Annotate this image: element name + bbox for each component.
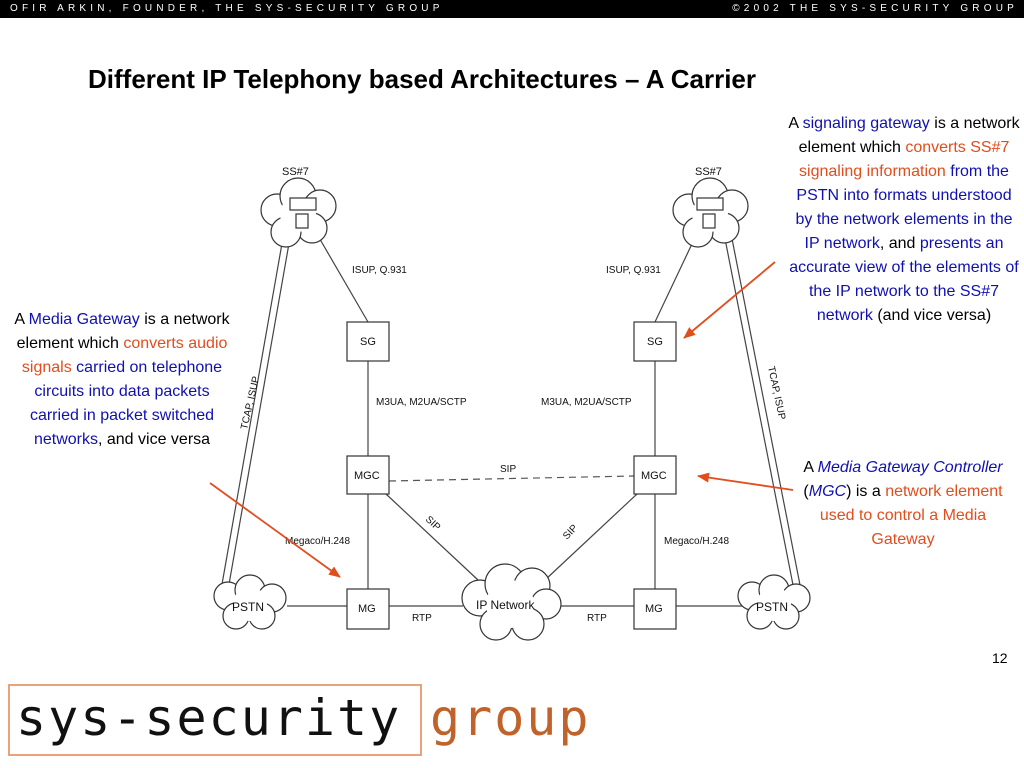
mgc-note-a: A <box>803 459 818 476</box>
logo-group-text: group <box>430 689 591 747</box>
signaling-gateway-note-d: (and vice versa) <box>872 307 992 324</box>
media-gateway-note-b: is a network element which <box>16 311 230 352</box>
media-gateway-converts: converts audio signals <box>21 335 228 376</box>
mgc-abbrev: MGC <box>808 483 847 500</box>
page-number: 12 <box>992 650 1008 666</box>
mgc-box-left <box>346 455 390 495</box>
rtp-label-right: RTP <box>587 613 607 624</box>
sip-links <box>385 493 638 581</box>
signaling-gateway-note-a: A <box>788 115 803 132</box>
ss7-cloud-right <box>672 177 749 248</box>
mgc-term: Media Gateway Controller <box>817 459 1003 476</box>
sg-label-right: SG <box>647 336 663 348</box>
signaling-gateway-detail: from the PSTN into formats understood by… <box>795 163 1013 252</box>
mgc-note-c: ) is a <box>846 483 886 500</box>
mgc-note-b: ( <box>803 483 809 500</box>
media-gateway-note: A Media Gateway is a network element whi… <box>8 308 236 452</box>
signaling-gateway-note-c: , and <box>879 235 920 252</box>
sg-box-left <box>346 321 390 362</box>
arrow-to-mgc <box>697 472 794 491</box>
mgc-note: A Media Gateway Controller (MGC) is a ne… <box>790 456 1016 552</box>
media-gateway-note-a: A <box>14 311 29 328</box>
tcap-link-right <box>716 197 802 591</box>
m3ua-label-left: M3UA, M2UA/SCTP <box>376 397 467 408</box>
m3ua-label-right: M3UA, M2UA/SCTP <box>541 397 632 408</box>
architecture-diagram: SS#7 SS#7 ISUP, Q.931 ISUP, Q.931 SG SG … <box>209 166 811 641</box>
tcap-link-left <box>220 197 298 591</box>
media-gateway-detail: carried on telephone circuits into data … <box>29 359 223 448</box>
logo-sys-security-text: sys-security <box>16 689 402 747</box>
mg-label-right: MG <box>645 603 663 615</box>
sg-label-left: SG <box>360 336 376 348</box>
megaco-label-right: Megaco/H.248 <box>664 536 729 547</box>
ss7-node-right-2 <box>702 213 716 229</box>
tcap-label-left: TCAP, ISUP <box>239 375 262 431</box>
ss7-node-left-2 <box>295 213 309 229</box>
ss7-cloud-left <box>260 177 337 248</box>
signaling-gateway-note: A signaling gateway is a network element… <box>788 112 1020 328</box>
ip-network-cloud <box>461 563 562 641</box>
media-gateway-term: Media Gateway <box>28 311 140 328</box>
mg-label-left: MG <box>358 603 376 615</box>
isup-label-left: ISUP, Q.931 <box>352 265 407 276</box>
tcap-label-right: TCAP, ISUP <box>765 365 787 421</box>
mgc-label-right: MGC <box>641 470 667 482</box>
slide-title: Different IP Telephony based Architectur… <box>88 64 757 94</box>
signaling-gateway-converts: converts SS#7 signaling information <box>799 139 1010 180</box>
header-right-text: ©2002 THE SYS-SECURITY GROUP <box>732 3 1018 14</box>
mgc-box-right <box>633 455 677 495</box>
pstn-label-right: PSTN <box>756 600 788 614</box>
mg-box-right <box>633 588 677 630</box>
signaling-gateway-note-b: is a network element which <box>798 115 1020 156</box>
logo-frame <box>8 684 422 756</box>
vertical-links <box>367 361 656 589</box>
mg-box-left <box>346 588 390 630</box>
signaling-gateway-term: signaling gateway <box>802 115 930 132</box>
mgc-detail: network element used to control a Media … <box>819 483 1003 548</box>
ss7-label-left: SS#7 <box>282 166 309 178</box>
ip-network-label: IP Network <box>476 598 535 612</box>
mgc-label-left: MGC <box>354 470 380 482</box>
pstn-cloud-right <box>737 574 811 630</box>
rtp-label-left: RTP <box>412 613 432 624</box>
arrow-to-mg <box>209 482 341 578</box>
media-gateway-note-c: , and vice versa <box>97 431 211 448</box>
header-bar: OFIR ARKIN, FOUNDER, THE SYS-SECURITY GR… <box>0 0 1024 18</box>
ss7-node-right <box>696 197 724 211</box>
signaling-gateway-presents: presents an accurate view of the element… <box>789 235 1019 324</box>
megaco-label-left: Megaco/H.248 <box>285 536 350 547</box>
sys-security-logo: sys-security group <box>8 684 1024 760</box>
pstn-cloud-left <box>213 574 287 630</box>
sg-box-right <box>633 321 677 362</box>
header-left-text: OFIR ARKIN, FOUNDER, THE SYS-SECURITY GR… <box>10 3 444 14</box>
ss7-node-left <box>289 197 317 211</box>
isup-label-right: ISUP, Q.931 <box>606 265 661 276</box>
pstn-label-left: PSTN <box>232 600 264 614</box>
sip-dashed-link <box>388 475 635 482</box>
ss7-label-right: SS#7 <box>695 166 722 178</box>
sip-label-right: SIP <box>561 523 580 543</box>
sip-label-top: SIP <box>500 464 516 475</box>
arrow-to-sg <box>683 261 776 339</box>
